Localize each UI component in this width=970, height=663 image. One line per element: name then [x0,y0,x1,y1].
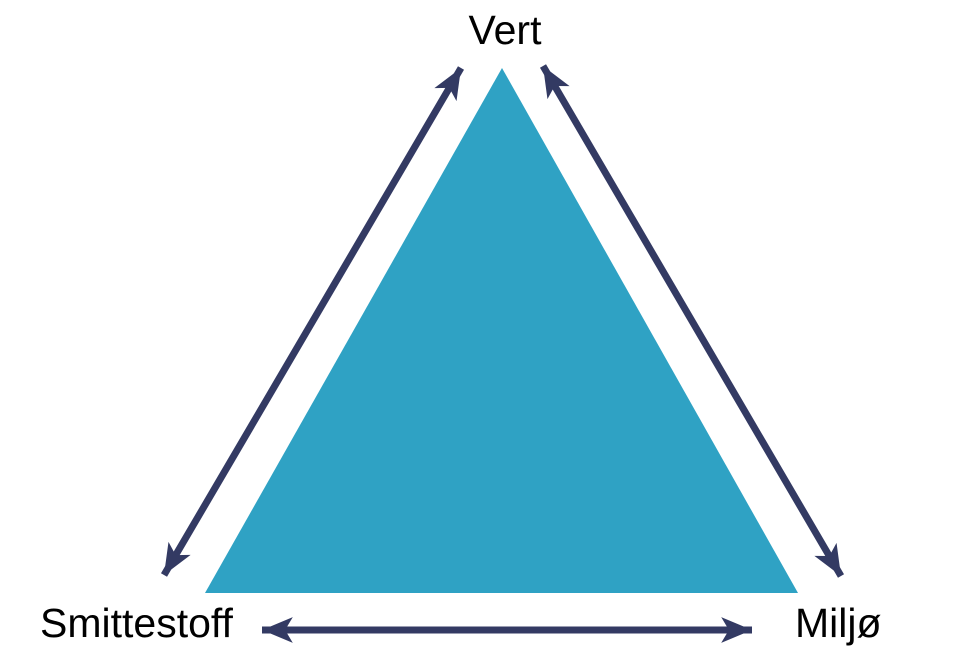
miljo-label: Miljø [795,600,882,646]
triangle-shape [205,68,798,593]
vert-label: Vert [468,7,542,53]
arrow-vert-miljo [539,64,845,578]
arrow-vert-smittestoff [160,66,465,577]
smittestoff-label: Smittestoff [40,600,233,646]
